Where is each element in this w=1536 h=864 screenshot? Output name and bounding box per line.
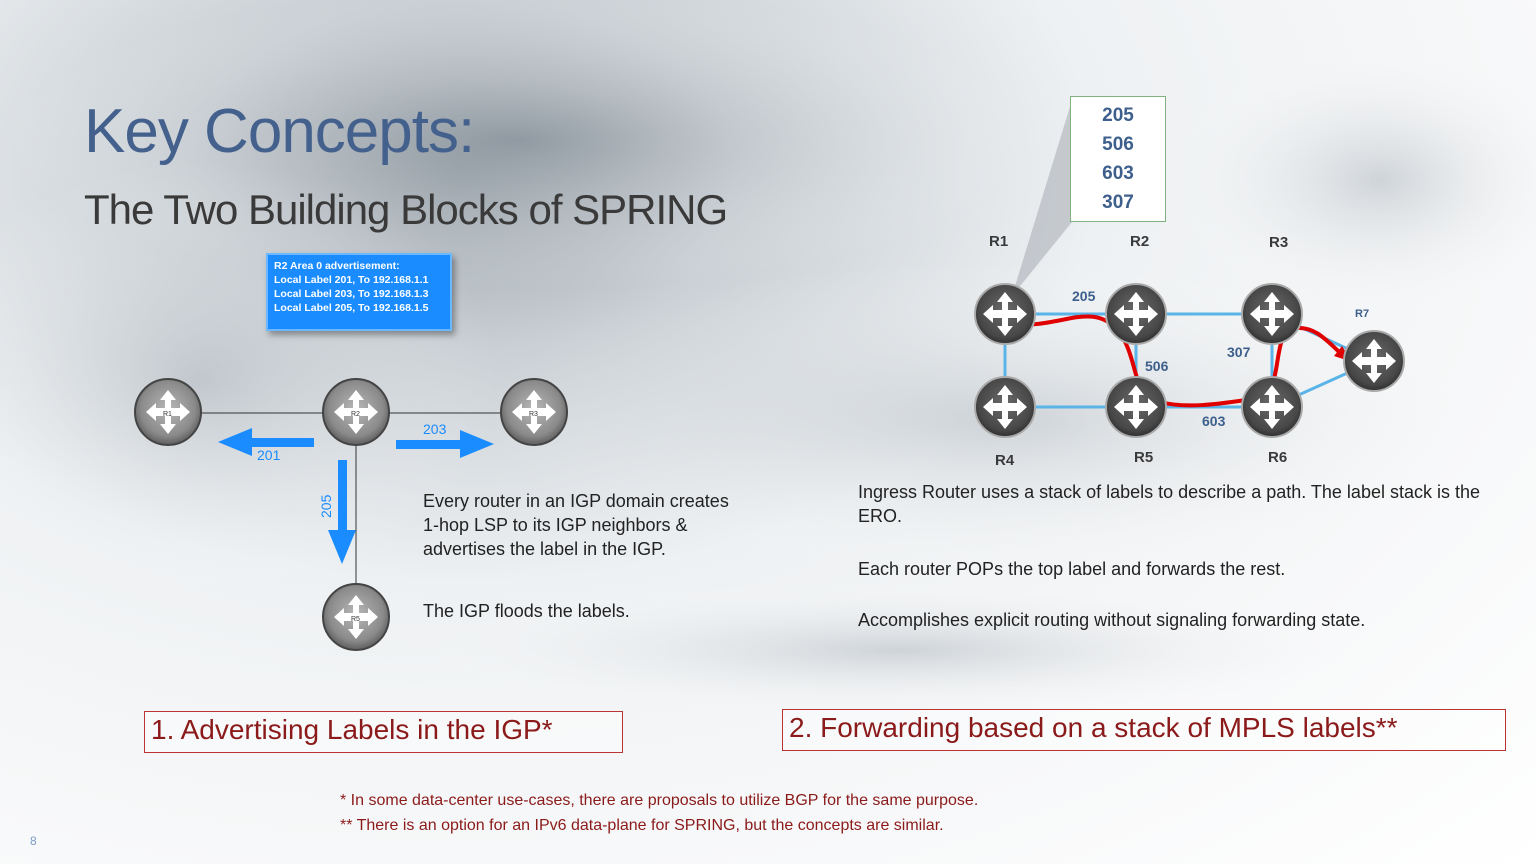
- router-r7: [1343, 330, 1405, 392]
- router-r7-label: R7: [1355, 308, 1369, 320]
- router-r2-left-label: R2: [351, 411, 360, 418]
- router-r4: [974, 376, 1036, 438]
- stack-callout-wedge: [1012, 100, 1072, 296]
- router-r1-label: R1: [989, 233, 1008, 250]
- label-stack-box: 205 506 603 307: [1070, 96, 1166, 222]
- stack-label: 307: [1102, 192, 1134, 213]
- footnote-ipv6: ** There is an option for an IPv6 data-p…: [340, 817, 944, 834]
- label-201: 201: [257, 447, 281, 463]
- page-title: Key Concepts:: [84, 97, 475, 166]
- advertisement-line: Local Label 205, To 192.168.1.5: [274, 302, 429, 314]
- advertisement-line: Local Label 201, To 192.168.1.1: [274, 274, 429, 286]
- router-r1-left-label: R1: [163, 411, 172, 418]
- link-label-205: 205: [1072, 288, 1096, 304]
- router-r5-label: R5: [1134, 449, 1153, 466]
- router-r1-left: R1: [134, 378, 202, 446]
- router-r3: [1241, 283, 1303, 345]
- router-r5-left: R5: [322, 583, 390, 651]
- arrow-201: [218, 428, 314, 456]
- router-r3-left: R3: [500, 378, 568, 446]
- arrow-203: [396, 430, 494, 458]
- caption-advertising-labels: 1. Advertising Labels in the IGP*: [144, 711, 623, 753]
- router-r5-left-label: R5: [351, 616, 360, 623]
- label-205: 205: [318, 494, 334, 518]
- router-r3-left-label: R3: [529, 411, 538, 418]
- r2-advertisement-box: R2 Area 0 advertisement: Local Label 201…: [266, 253, 452, 331]
- page-number: 8: [30, 834, 37, 848]
- router-r2: [1105, 283, 1167, 345]
- stack-label: 603: [1102, 163, 1134, 184]
- right-description-ero: Ingress Router uses a stack of labels to…: [858, 482, 1481, 526]
- advertisement-line: Local Label 203, To 192.168.1.3: [274, 288, 429, 300]
- label-203: 203: [423, 421, 447, 437]
- router-r4-label: R4: [995, 452, 1015, 469]
- arrow-205: [328, 460, 356, 564]
- right-description-pop: Each router POPs the top label and forwa…: [858, 559, 1286, 579]
- page-subtitle: The Two Building Blocks of SPRING: [84, 186, 728, 233]
- router-r2-left: R2: [322, 378, 390, 446]
- router-r6: [1241, 376, 1303, 438]
- network-links: [1003, 312, 1375, 409]
- stack-label: 506: [1102, 134, 1134, 155]
- stack-label: 205: [1102, 105, 1134, 126]
- link-label-506: 506: [1145, 358, 1169, 374]
- link-label-307: 307: [1227, 344, 1251, 360]
- footnote-bgp: * In some data-center use-cases, there a…: [340, 792, 979, 809]
- router-r5: [1105, 376, 1167, 438]
- router-r6-label: R6: [1268, 449, 1287, 466]
- left-description: Every router in an IGP domain creates 1-…: [423, 491, 729, 559]
- right-description-explicit: Accomplishes explicit routing without si…: [858, 610, 1366, 630]
- left-description-flood: The IGP floods the labels.: [423, 601, 630, 621]
- router-r1: [974, 283, 1036, 345]
- router-r2-label: R2: [1130, 233, 1149, 250]
- advertisement-header: R2 Area 0 advertisement:: [274, 260, 400, 272]
- router-r3-label: R3: [1269, 234, 1288, 251]
- caption-forwarding-stack: 2. Forwarding based on a stack of MPLS l…: [782, 709, 1506, 751]
- link-label-603: 603: [1202, 413, 1226, 429]
